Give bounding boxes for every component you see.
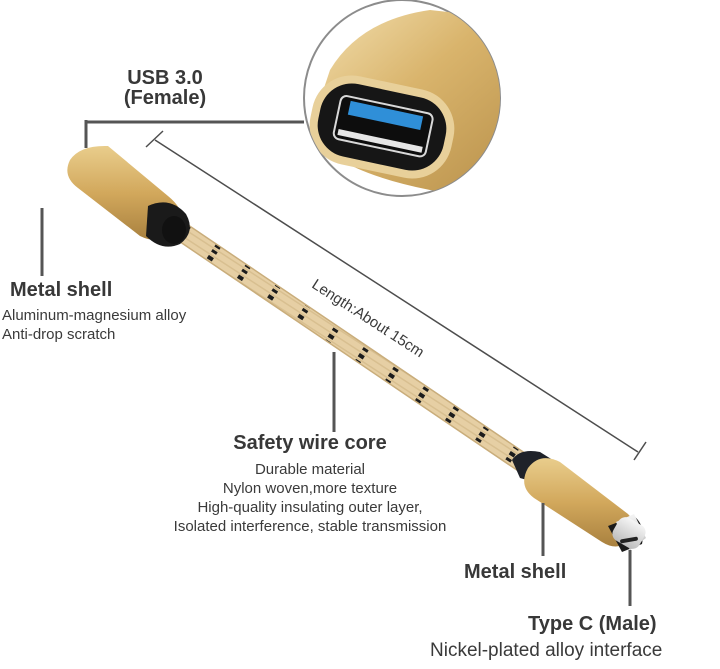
usb-female-connector-icon <box>67 145 190 247</box>
safety-wire-core-title: Safety wire core <box>233 432 387 454</box>
safety-wire-core-desc-line: Durable material <box>254 461 366 478</box>
type-c-connector-icon <box>512 451 646 552</box>
usb-female-label: USB 3.0 (Female) <box>100 68 230 108</box>
type-c-male-title: Type C (Male) <box>528 613 657 635</box>
safety-wire-core-desc: Durable material Nylon woven,more textur… <box>140 460 480 536</box>
metal-shell-top-desc: Aluminum-magnesium alloy Anti-drop scrat… <box>2 306 186 344</box>
metal-shell-top-title: Metal shell <box>10 279 113 301</box>
type-c-male-desc: Nickel-plated alloy interface <box>430 640 663 661</box>
usb-female-title-line1: USB 3.0 <box>127 67 203 89</box>
safety-wire-core-desc-line: High-quality insulating outer layer, <box>197 499 423 516</box>
metal-shell-bottom-title: Metal shell <box>464 561 567 583</box>
safety-wire-core-desc-line: Isolated interference, stable transmissi… <box>173 518 447 535</box>
metal-shell-top-desc-line: Anti-drop scratch <box>2 326 116 343</box>
metal-shell-top-desc-line: Aluminum-magnesium alloy <box>2 307 187 324</box>
usb-female-title-line2: (Female) <box>123 87 207 109</box>
length-dimension-line <box>145 130 647 461</box>
braided-cable-icon <box>172 222 536 475</box>
safety-wire-core-desc-line: Nylon woven,more texture <box>222 480 398 497</box>
usb-a-port-icon <box>303 0 501 197</box>
